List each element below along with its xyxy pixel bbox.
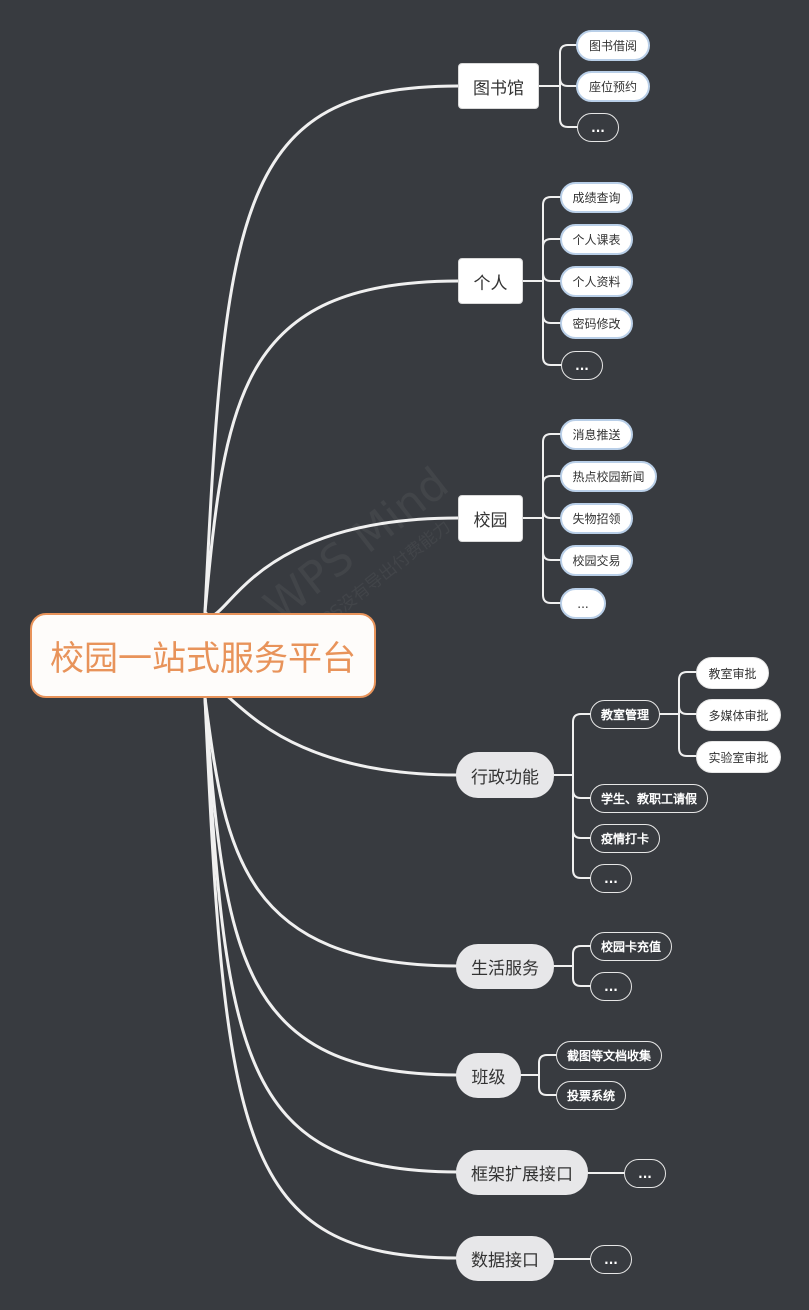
connector-class-leaf-0 (538, 1054, 557, 1064)
leaf-admin-leave[interactable]: 学生、教职工请假 (590, 784, 708, 813)
connector-admin-leaf-2 (572, 829, 591, 839)
connector-root-library (203, 84, 460, 614)
connector-admin-leaf-1 (572, 789, 591, 799)
leaf-life-card-topup[interactable]: 校园卡充值 (590, 932, 672, 961)
leaf-library-more[interactable]: ... (577, 113, 619, 142)
leaf-personal-password[interactable]: 密码修改 (560, 308, 633, 339)
connector-campus-leaf-4 (542, 594, 561, 604)
sub-branch-classroom[interactable]: 教室管理 (590, 700, 660, 729)
connector-root-framework (203, 696, 460, 1174)
leaf-campus-trade[interactable]: 校园交易 (560, 545, 633, 576)
leaf-class-vote[interactable]: 投票系统 (556, 1081, 626, 1110)
connector-campus-leaf-1 (542, 475, 561, 485)
connector-admin-leaf-0 (572, 713, 591, 723)
branch-class[interactable]: 班级 (456, 1053, 521, 1098)
leaf-campus-more[interactable]: ... (560, 588, 606, 619)
connector-root-admin (203, 687, 460, 777)
leaf-admin-checkin[interactable]: 疫情打卡 (590, 824, 660, 853)
leaf-classroom-approval[interactable]: 教室审批 (696, 657, 769, 689)
connector-personal-leaf-4 (542, 356, 562, 366)
connector-root-class (203, 696, 460, 1077)
connector-classroom-leaf-1 (678, 705, 697, 715)
leaf-personal-grades[interactable]: 成绩查询 (560, 182, 633, 213)
leaf-admin-more[interactable]: ... (590, 864, 632, 893)
connector-campus-leaf-3 (542, 551, 561, 561)
leaf-lab-approval[interactable]: 实验室审批 (696, 741, 781, 773)
branch-data-api[interactable]: 数据接口 (456, 1236, 554, 1281)
leaf-life-more[interactable]: ... (590, 972, 632, 1001)
leaf-multimedia-approval[interactable]: 多媒体审批 (696, 699, 781, 731)
branch-library[interactable]: 图书馆 (458, 63, 539, 109)
leaf-library-borrow[interactable]: 图书借阅 (576, 30, 650, 61)
connector-classroom-leaf-2 (678, 747, 697, 757)
connector-personal-leaf-1 (542, 238, 561, 248)
leaf-campus-push[interactable]: 消息推送 (560, 419, 633, 450)
branch-framework[interactable]: 框架扩展接口 (456, 1150, 588, 1195)
leaf-personal-profile[interactable]: 个人资料 (560, 266, 633, 297)
leaf-class-collect[interactable]: 截图等文档收集 (556, 1041, 662, 1070)
branch-personal[interactable]: 个人 (458, 258, 523, 304)
connector-root-life (203, 696, 460, 968)
leaf-framework-more[interactable]: ... (624, 1159, 666, 1188)
connector-library-leaf-0 (559, 44, 577, 54)
connector-admin-leaf-3 (572, 869, 591, 879)
connector-library-leaf-1 (559, 77, 577, 87)
branch-life[interactable]: 生活服务 (456, 944, 554, 989)
leaf-data-api-more[interactable]: ... (590, 1245, 632, 1274)
connector-personal-leaf-0 (542, 196, 561, 206)
connector-personal-leaf-3 (542, 314, 561, 324)
leaf-personal-schedule[interactable]: 个人课表 (560, 224, 633, 255)
leaf-campus-lost-found[interactable]: 失物招领 (560, 503, 633, 534)
connector-root-campus (203, 516, 460, 618)
connector-campus-leaf-2 (542, 509, 561, 519)
branch-campus[interactable]: 校园 (458, 495, 523, 542)
connector-library-leaf-2 (559, 118, 578, 128)
root-topic[interactable]: 校园一站式服务平台 (30, 613, 376, 698)
leaf-personal-more[interactable]: ... (561, 351, 603, 380)
connector-personal-leaf-2 (542, 272, 561, 282)
connector-life-leaf-1 (572, 977, 591, 987)
connector-root-personal (203, 279, 460, 614)
connector-campus-leaf-0 (542, 433, 561, 443)
branch-admin[interactable]: 行政功能 (456, 752, 554, 798)
leaf-library-seat[interactable]: 座位预约 (576, 71, 650, 102)
connector-life-leaf-0 (572, 945, 591, 955)
connector-class-leaf-1 (538, 1086, 557, 1096)
leaf-campus-news[interactable]: 热点校园新闻 (560, 461, 657, 492)
connector-classroom-leaf-0 (678, 671, 697, 681)
connector-root-data-api (203, 696, 460, 1260)
